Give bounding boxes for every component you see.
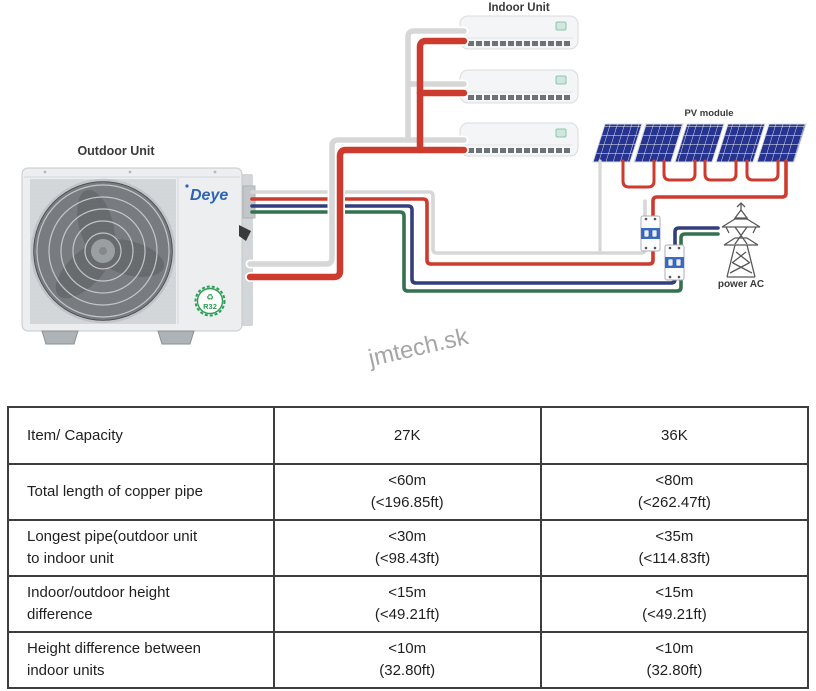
- row-item-label: Longest pipe(outdoor unit to indoor unit: [7, 519, 275, 577]
- breaker-toggle: [675, 258, 682, 267]
- wiring-terminal-box: [242, 185, 256, 219]
- pv-panel: [674, 123, 725, 163]
- table-row: Longest pipe(outdoor unit to indoor unit…: [7, 519, 810, 577]
- brand-logo: Deye: [185, 184, 228, 204]
- table-row: Total length of copper pipe <60m (<196.8…: [7, 463, 810, 521]
- row-item-label: Indoor/outdoor height difference: [7, 575, 275, 633]
- indoor-unit-display: [555, 75, 567, 85]
- grille-mesh-overlay: [34, 182, 172, 320]
- watermark: jmtech.sk: [365, 323, 472, 373]
- wiring: [250, 159, 788, 293]
- pv-series-loops: [621, 159, 780, 189]
- breaker-terminals: [668, 246, 681, 279]
- breaker-toggle: [667, 258, 674, 267]
- breaker-band: [665, 257, 684, 268]
- pipe-connection-bracket: [239, 225, 251, 241]
- ac-breaker: [664, 244, 685, 281]
- ac-ground-wire: [250, 210, 720, 293]
- outdoor-unit-label: Outdoor Unit: [77, 144, 155, 158]
- pv-panel: [592, 123, 643, 163]
- refrigerant-pipes: [245, 26, 469, 282]
- indoor-unit: [459, 15, 579, 50]
- row-item-label: Total length of copper pipe: [7, 463, 275, 521]
- pv-array: [592, 123, 807, 163]
- gray-dc-wire: [250, 190, 647, 255]
- pv-panel: [633, 123, 684, 163]
- indoor-unit: [459, 69, 579, 104]
- indoor-unit-label: Indoor Unit: [488, 2, 549, 14]
- pv-panel: [756, 123, 807, 163]
- power-ac-label: power AC: [718, 279, 764, 290]
- indoor-unit-display: [555, 128, 567, 138]
- refrigerant-badge-text: R32: [203, 302, 217, 311]
- installation-diagram: Deye ♻ R32: [21, 2, 807, 373]
- outdoor-unit-feet: [41, 330, 195, 345]
- breaker-toggle: [651, 229, 658, 238]
- row-value-27k: <60m (<196.85ft): [272, 463, 542, 521]
- refrigerant-badge: ♻ R32: [194, 285, 226, 317]
- red-dc-wire: [250, 159, 788, 266]
- pv-module-label: PV module: [684, 108, 733, 119]
- indoor-units: [459, 15, 579, 157]
- breaker-toggle: [643, 229, 650, 238]
- row-item-label: Height difference between indoor units: [7, 631, 275, 689]
- recycle-icon: ♻: [206, 292, 214, 302]
- brand-text: Deye: [190, 187, 228, 204]
- pv-panel: [715, 123, 766, 163]
- col-header-36k: 36K: [539, 406, 810, 465]
- table-header-row: Item/ Capacity 27K 36K: [7, 406, 810, 465]
- ac-live-wire: [250, 204, 720, 285]
- outdoor-unit: Deye ♻ R32: [21, 167, 256, 345]
- table-row: Indoor/outdoor height difference <15m (<…: [7, 575, 810, 633]
- row-value-27k: <15m (<49.21ft): [272, 575, 542, 633]
- row-value-36k: <80m (<262.47ft): [539, 463, 810, 521]
- row-value-27k: <10m (32.80ft): [272, 631, 542, 689]
- row-value-36k: <15m (<49.21ft): [539, 575, 810, 633]
- red-pipes: [246, 37, 468, 281]
- outdoor-unit-screws: [43, 170, 217, 174]
- power-tower-icon: [721, 202, 761, 278]
- row-value-36k: <35m (<114.83ft): [539, 519, 810, 577]
- spec-table: Item/ Capacity 27K 36K Total length of c…: [7, 406, 810, 689]
- indoor-unit-display: [555, 21, 567, 31]
- spec-table-container: Item/ Capacity 27K 36K Total length of c…: [7, 406, 810, 689]
- indoor-unit: [459, 122, 579, 157]
- table-row: Height difference between indoor units <…: [7, 631, 810, 689]
- row-value-36k: <10m (32.80ft): [539, 631, 810, 689]
- row-value-27k: <30m (<98.43ft): [272, 519, 542, 577]
- breaker-band: [641, 228, 660, 239]
- col-header-item: Item/ Capacity: [7, 406, 275, 465]
- breaker-terminals: [644, 217, 657, 250]
- fan: [30, 178, 176, 324]
- col-header-27k: 27K: [272, 406, 542, 465]
- dc-breaker: [640, 215, 661, 252]
